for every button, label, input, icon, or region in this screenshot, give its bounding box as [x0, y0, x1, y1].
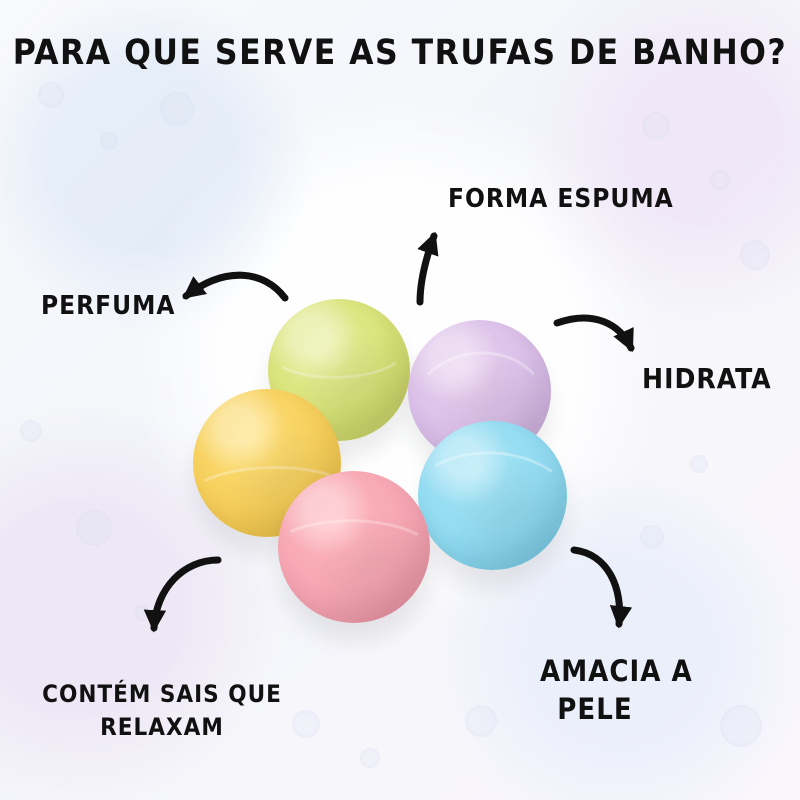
- page-title: Para que serve as trufas de Banho?: [12, 33, 788, 73]
- background-bubble: [160, 92, 194, 126]
- label-contem-sais: Contém sais que relaxam: [42, 678, 282, 744]
- background-bubble: [76, 510, 112, 546]
- bath-bomb-seam: [435, 451, 553, 473]
- label-hidrata: Hidrata: [642, 365, 772, 393]
- label-forma-espuma: Forma espuma: [448, 186, 674, 212]
- background-bubble: [20, 420, 42, 442]
- curved-arrow-up-icon: [416, 231, 439, 306]
- label-forma-espuma-text: Forma espuma: [448, 184, 674, 214]
- curved-arrow-left-icon: [182, 271, 289, 302]
- bath-bomb-pink: [278, 471, 430, 623]
- background-bubble: [740, 240, 770, 270]
- background-bubble: [690, 455, 708, 473]
- bath-bomb-seam: [289, 519, 419, 537]
- background-bubble: [100, 132, 118, 150]
- background-bubble: [465, 705, 497, 737]
- label-amacia-line-2: pele: [557, 692, 633, 727]
- background-bubble: [360, 748, 380, 768]
- curved-arrow-right-icon: [553, 314, 635, 353]
- curved-arrow-down-icon: [570, 546, 633, 629]
- label-contem-line-1: Contém sais que: [42, 680, 282, 708]
- label-amacia-line-1: Amacia a: [540, 654, 693, 688]
- background-bubble: [720, 705, 762, 747]
- background-bubble: [640, 525, 664, 549]
- label-hidrata-text: Hidrata: [642, 362, 772, 395]
- background-bubble: [642, 112, 670, 140]
- curved-arrow-down-left-icon: [143, 556, 222, 633]
- background-bubble: [710, 170, 730, 190]
- background-bubble: [292, 710, 320, 738]
- label-perfuma-text: Perfuma: [41, 291, 176, 321]
- bath-bomb-blue: [418, 421, 567, 570]
- label-contem-line-2: relaxam: [100, 713, 224, 742]
- background-bubble: [38, 82, 64, 108]
- label-perfuma: Perfuma: [41, 293, 176, 319]
- label-amacia-pele: Amacia a pele: [540, 652, 693, 729]
